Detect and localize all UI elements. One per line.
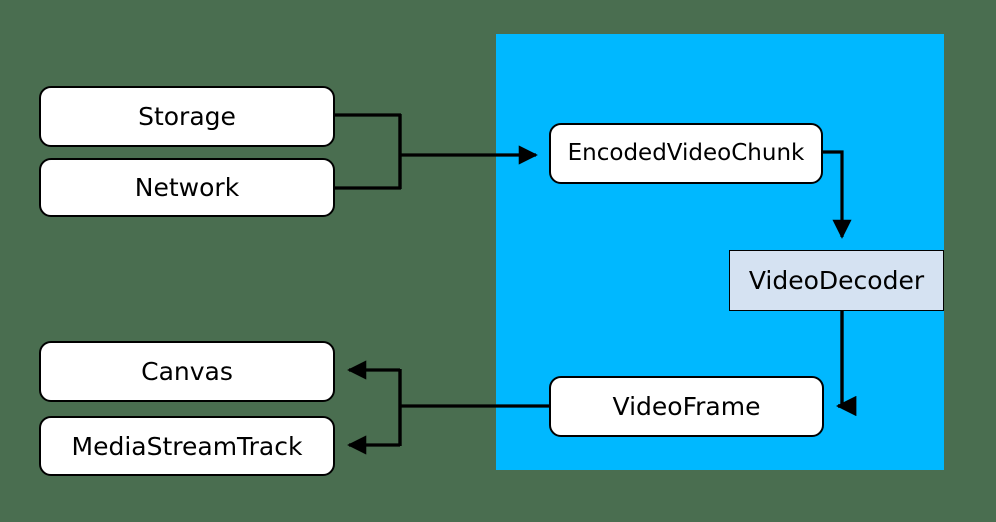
node-media-stream-track[interactable]: MediaStreamTrack <box>39 416 335 476</box>
node-encoded-video-chunk-label: EncodedVideoChunk <box>567 140 805 166</box>
node-encoded-video-chunk[interactable]: EncodedVideoChunk <box>549 123 823 184</box>
node-video-frame[interactable]: VideoFrame <box>549 376 824 437</box>
node-video-frame-label: VideoFrame <box>612 392 761 421</box>
node-storage-label: Storage <box>138 102 236 131</box>
node-video-decoder-label: VideoDecoder <box>748 266 925 295</box>
node-network-label: Network <box>134 173 240 202</box>
node-media-stream-track-label: MediaStreamTrack <box>71 431 303 461</box>
node-storage[interactable]: Storage <box>39 86 335 147</box>
node-network[interactable]: Network <box>39 158 335 217</box>
node-video-decoder[interactable]: VideoDecoder <box>729 250 944 311</box>
node-canvas[interactable]: Canvas <box>39 341 335 402</box>
node-canvas-label: Canvas <box>141 357 233 386</box>
